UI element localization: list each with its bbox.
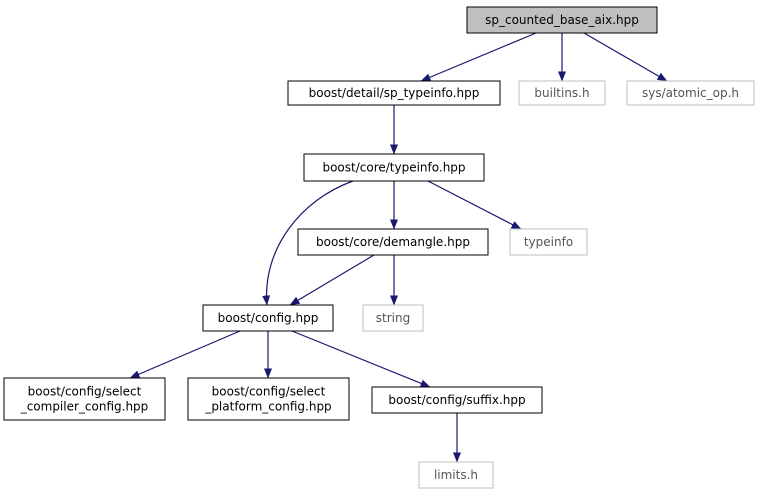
edges [129,32,668,463]
node-label-line: boost/config/suffix.hpp [388,393,525,407]
node-root[interactable]: sp_counted_base_aix.hpp [466,6,658,34]
node-label-line: string [376,311,410,325]
node-label-line: _compiler_config.hpp [20,399,149,413]
node-atomic-op[interactable]: sys/atomic_op.h [626,80,755,106]
node-label-line: typeinfo [524,235,573,249]
node-core-typeinfo[interactable]: boost/core/typeinfo.hpp [303,153,485,182]
node-box [362,304,424,332]
node-label-line: sp_counted_base_aix.hpp [485,13,639,27]
node-label: builtins.h [534,86,589,100]
node-label: limits.h [434,468,478,482]
node-suffix[interactable]: boost/config/suffix.hpp [371,386,543,414]
edge-root-to-sp-typeinfo [420,32,537,82]
node-string[interactable]: string [362,304,424,332]
node-box [371,386,543,414]
edge-core-typeinfo-to-config [262,180,354,306]
node-select-platform[interactable]: boost/config/select_platform_config.hpp [187,377,350,421]
node-label-line: boost/config/select [212,384,326,398]
node-label-line: limits.h [434,468,478,482]
node-config[interactable]: boost/config.hpp [202,304,334,332]
node-label-line: boost/config.hpp [218,311,319,325]
node-demangle[interactable]: boost/core/demangle.hpp [297,228,489,256]
node-label-line: boost/config/select [28,384,142,398]
node-box [466,6,658,34]
node-label: typeinfo [524,235,573,249]
node-label: boost/config.hpp [218,311,319,325]
edge-demangle-to-config [289,254,375,306]
node-select-compiler[interactable]: boost/config/select_compiler_config.hpp [3,377,166,421]
edge-root-to-atomic-op [583,32,668,82]
node-typeinfo[interactable]: typeinfo [509,228,588,256]
node-label: boost/config/select_compiler_config.hpp [20,384,149,413]
node-label: boost/config/suffix.hpp [388,393,525,407]
node-label: boost/detail/sp_typeinfo.hpp [309,86,480,100]
node-box [3,377,166,421]
node-label: sp_counted_base_aix.hpp [485,13,639,27]
node-builtins[interactable]: builtins.h [518,80,606,106]
node-box [187,377,350,421]
node-label: boost/config/select_platform_config.hpp [204,384,331,413]
node-label: boost/core/typeinfo.hpp [322,160,465,174]
node-label-line: _platform_config.hpp [204,399,331,413]
node-label: sys/atomic_op.h [642,86,739,100]
node-limits[interactable]: limits.h [418,461,494,489]
node-box [303,153,485,182]
node-label: string [376,311,410,325]
edge-config-to-select-compiler [129,330,241,379]
node-box [509,228,588,256]
edge-config-to-suffix [291,330,431,388]
edge-core-typeinfo-to-typeinfo [427,180,522,230]
node-label-line: boost/detail/sp_typeinfo.hpp [309,86,480,100]
node-label-line: builtins.h [534,86,589,100]
node-box [626,80,755,106]
node-box [418,461,494,489]
node-label: boost/core/demangle.hpp [316,235,470,249]
node-box [287,80,501,106]
node-box [518,80,606,106]
node-label-line: sys/atomic_op.h [642,86,739,100]
node-sp-typeinfo[interactable]: boost/detail/sp_typeinfo.hpp [287,80,501,106]
node-label-line: boost/core/typeinfo.hpp [322,160,465,174]
node-box [297,228,489,256]
node-label-line: boost/core/demangle.hpp [316,235,470,249]
node-box [202,304,334,332]
